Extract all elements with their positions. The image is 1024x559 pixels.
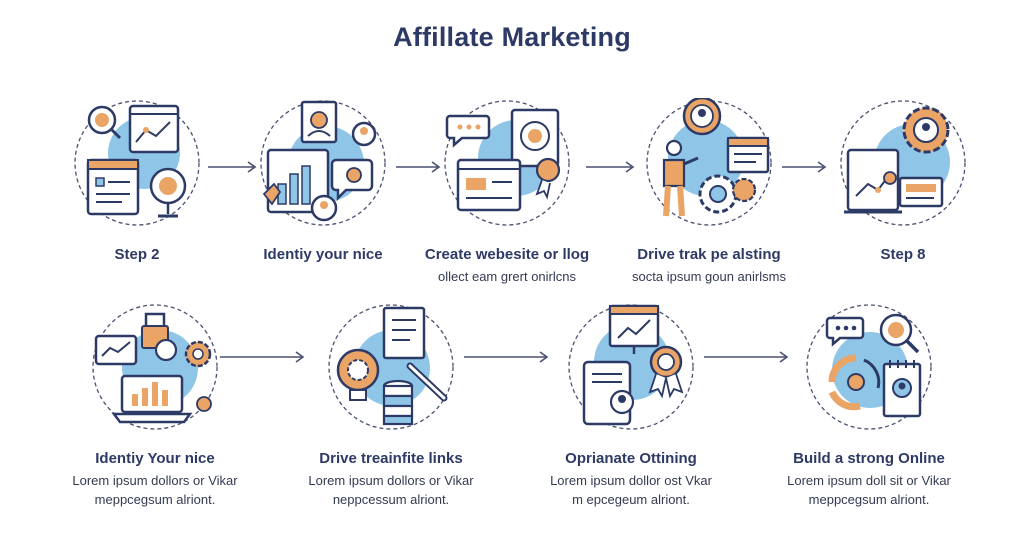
- laptop-chart-icon: [111, 374, 193, 424]
- step-9-desc-line-2: meppcegsum alriont.: [808, 492, 930, 507]
- step-7-desc-line-2: neppcessum alriont.: [332, 492, 450, 507]
- magnifier-icon: [87, 105, 122, 140]
- gears-icon: [698, 174, 757, 214]
- step-3-illustration: [442, 98, 572, 228]
- user-gear-icon: [682, 98, 722, 136]
- medal-user-icon: [648, 345, 684, 399]
- message-card-icon: [883, 171, 944, 208]
- line-chart-bubble-icon: [94, 334, 138, 366]
- gear-user-icon: [902, 106, 950, 154]
- lock-icon: [141, 312, 178, 362]
- step-6-desc-line-1: Lorem ipsum dollors or Vikar: [72, 473, 238, 488]
- step-8-label: Oprianate Ottining: [565, 450, 697, 467]
- dashboard-panel-icon: [86, 158, 140, 216]
- magnifier-icon: [879, 313, 920, 354]
- step-7-illustration: [326, 302, 456, 432]
- step-5-label: Step 8: [880, 246, 926, 263]
- target-document-icon: [510, 108, 560, 168]
- monitor-icon: [844, 148, 902, 214]
- step-8-desc: Lorem ipsum dollor ost Vkar m epcegeum a…: [536, 471, 726, 509]
- presentation-board-icon: [608, 304, 660, 354]
- notebook-user-icon: [882, 360, 922, 418]
- arrow-1: [208, 160, 258, 174]
- chart-screen-icon: [262, 148, 330, 214]
- step-8: Oprianate Ottining Lorem ipsum dollor os…: [536, 302, 726, 509]
- step-6: Identiy Your nice Lorem ipsum dollors or…: [60, 302, 250, 509]
- arrow-5: [220, 350, 306, 364]
- step-4-label: Drive trak pe alsting: [637, 246, 781, 263]
- report-card-icon: [726, 136, 770, 174]
- step-3-label: Create webesite or llog: [424, 246, 590, 263]
- step-9-label: Build a strong Online: [793, 450, 945, 467]
- step-3: Create webesite or llog ollect eam grert…: [412, 98, 602, 286]
- step-2: Identiy your nice: [228, 98, 418, 263]
- step-6-label: Identiy Your nice: [95, 450, 215, 467]
- user-badge-icon: [310, 121, 377, 222]
- step-1-label: Step 2: [114, 246, 160, 263]
- lightbulb-gear-icon: [336, 348, 380, 401]
- tablet-icon: [582, 360, 635, 426]
- step-7-desc: Lorem ipsum dollors or Vikar neppcessum …: [296, 471, 486, 509]
- step-7-label: Drive treainfite links: [319, 450, 463, 467]
- step-2-illustration: [258, 98, 388, 228]
- arrow-2: [396, 160, 442, 174]
- step-7-desc-line-1: Lorem ipsum dollors or Vikar: [308, 473, 474, 488]
- step-9-desc-line-1: Lorem ipsum doll sit or Vikar: [787, 473, 951, 488]
- step-2-label: Identiy your nice: [263, 246, 383, 263]
- coin-stack-icon: [382, 379, 414, 426]
- step-4-desc: socta ipsum goun anirlsms: [632, 269, 786, 284]
- step-7: Drive treainfite links Lorem ipsum dollo…: [296, 302, 486, 509]
- browser-window-icon: [456, 158, 522, 212]
- info-lamp-icon: [149, 167, 187, 218]
- wrench-icon: [406, 362, 448, 402]
- cycle-arrows-icon: [828, 354, 881, 411]
- step-1-illustration: [72, 98, 202, 228]
- arrow-4: [782, 160, 828, 174]
- step-6-illustration: [90, 302, 220, 432]
- step-8-desc-line-1: Lorem ipsum dollor ost Vkar: [550, 473, 712, 488]
- step-6-desc: Lorem ipsum dollors or Vikar meppcegsum …: [60, 471, 250, 509]
- step-6-desc-line-2: meppcegsum alriont.: [94, 492, 216, 507]
- arrow-3: [586, 160, 636, 174]
- step-3-desc: ollect eam grert onirlcns: [438, 269, 576, 284]
- profile-document-icon: [300, 100, 338, 144]
- step-9-illustration: [804, 302, 934, 432]
- step-5-illustration: [838, 98, 968, 228]
- document-icon: [382, 306, 426, 360]
- analytics-screen-icon: [128, 104, 180, 154]
- chat-bubble-icon: [445, 114, 491, 148]
- step-1: Step 2: [42, 98, 232, 263]
- gear-icon: [184, 340, 212, 412]
- step-9-desc: Lorem ipsum doll sit or Vikar meppcegsum…: [774, 471, 964, 509]
- gear-bubble-icon: [330, 158, 374, 202]
- step-8-desc-line-2: m epcegeum alriont.: [572, 492, 690, 507]
- step-4: Drive trak pe alsting socta ipsum goun a…: [614, 98, 804, 286]
- page-title: Affillate Marketing: [393, 22, 631, 52]
- award-ribbon-icon: [535, 157, 561, 200]
- arrow-7: [704, 350, 790, 364]
- step-4-illustration: [644, 98, 774, 228]
- step-8-illustration: [566, 302, 696, 432]
- worker-icon: [662, 139, 699, 217]
- speech-bubble-icon: [825, 316, 865, 347]
- arrow-6: [464, 350, 550, 364]
- step-5: Step 8: [808, 98, 998, 263]
- step-9: Build a strong Online Lorem ipsum doll s…: [774, 302, 964, 509]
